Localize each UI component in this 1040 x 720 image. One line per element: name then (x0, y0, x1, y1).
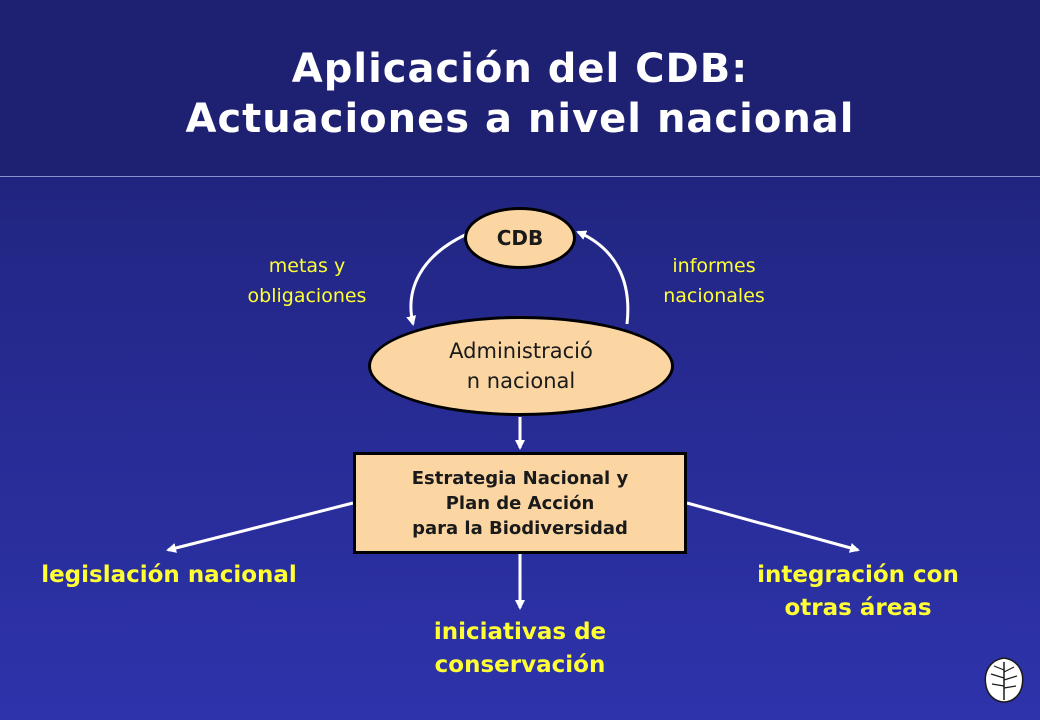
cdb-node: CDB (464, 207, 576, 269)
integration-outcome-line-1: integración con (757, 562, 959, 588)
strategy-line-3: para la Biodiversidad (412, 517, 628, 539)
strategy-line-1: Estrategia Nacional y (411, 467, 629, 489)
strategy-line-2: Plan de Acción (445, 492, 595, 514)
goals-label-line-1: metas y (268, 255, 346, 277)
goals-label-line-2: obligaciones (247, 285, 367, 307)
title-line-2: Actuaciones a nivel nacional (185, 96, 855, 142)
national-administration-node: Administració n nacional (368, 316, 674, 416)
national-strategy-box: Estrategia Nacional y Plan de Acción par… (353, 452, 687, 554)
title-divider (0, 176, 1040, 177)
strategy-to-legislation-arrow (166, 501, 354, 553)
reports-label-line-2: nacionales (663, 285, 765, 307)
conservation-outcome-line-1: iniciativas de (433, 619, 607, 645)
integration-outcome: integración con otras áreas (708, 559, 1008, 625)
conservation-outcome-line-2: conservación (434, 652, 606, 678)
legislation-outcome: legislación nacional (41, 562, 297, 588)
cdb-node-label: CDB (496, 226, 544, 250)
conservation-outcome: iniciativas de conservación (360, 616, 680, 682)
admin-node-line-1: Administració (449, 339, 593, 363)
title-band (0, 0, 1040, 176)
integration-outcome-line-2: otras áreas (784, 595, 932, 621)
strategy-to-integration-arrow (686, 501, 860, 553)
reports-label-line-1: informes (672, 255, 756, 277)
reports-label: informes nacionales (634, 251, 794, 311)
slide-title: Aplicación del CDB: Actuaciones a nivel … (0, 44, 1040, 144)
goals-arrow (406, 232, 468, 326)
reports-arrow (576, 230, 630, 325)
leaf-icon (984, 657, 1024, 703)
admin-node-line-2: n nacional (466, 369, 576, 393)
goals-label: metas y obligaciones (222, 251, 392, 311)
title-line-1: Aplicación del CDB: (291, 46, 749, 92)
